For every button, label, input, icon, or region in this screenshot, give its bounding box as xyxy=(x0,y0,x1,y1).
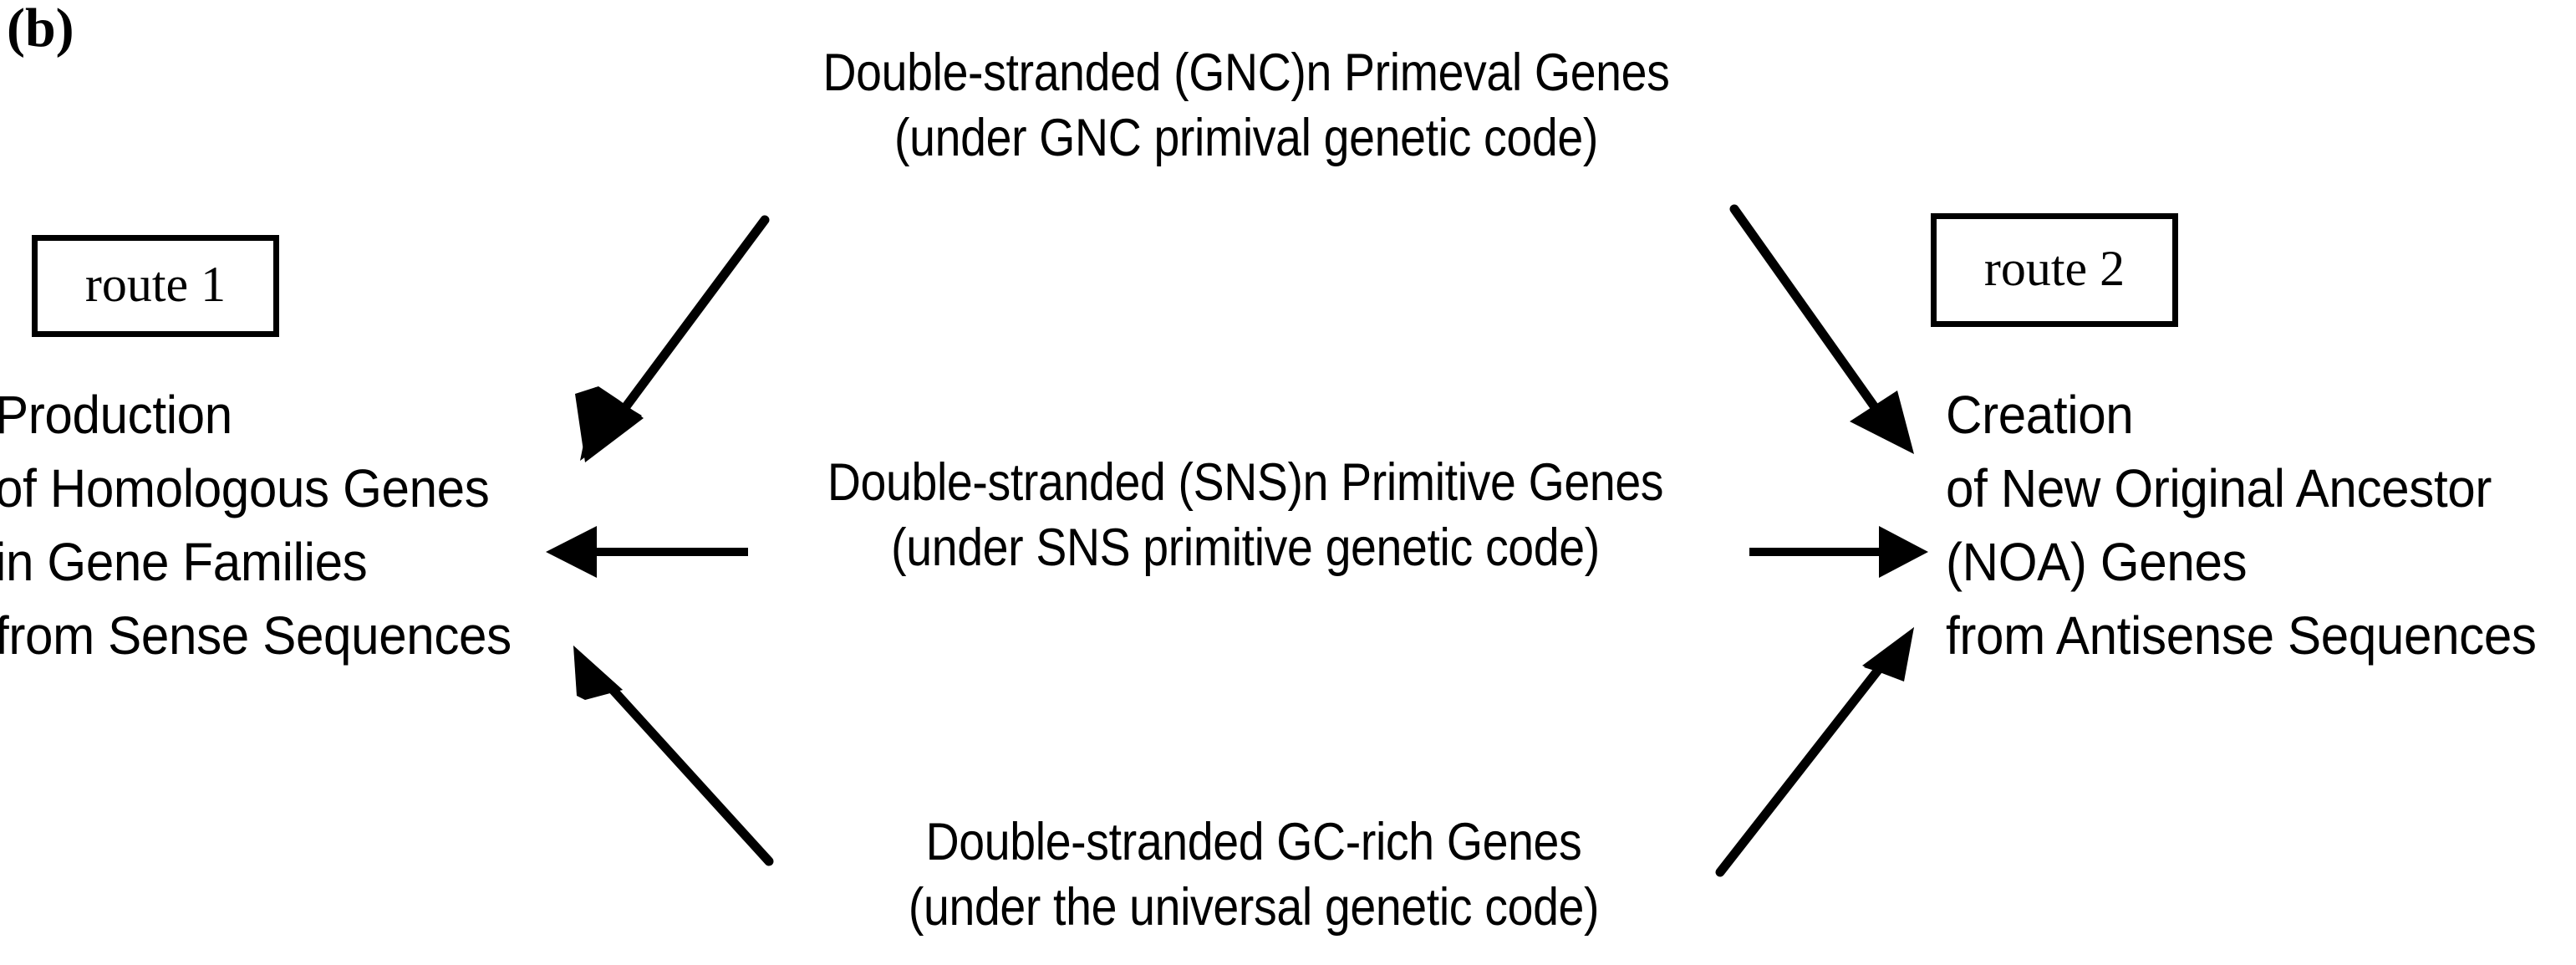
right-line-1: Creation xyxy=(1946,385,2134,445)
gnc-line-2: (under GNC primival genetic code) xyxy=(894,109,1598,167)
route-1-label: route 1 xyxy=(84,257,227,312)
sns-line-1: Double-stranded (SNS)n Primitive Genes xyxy=(827,453,1664,512)
route-2-outcome-text: Creation of New Original Ancestor (NOA) … xyxy=(1946,378,2576,672)
sns-primitive-genes-text: Double-stranded (SNS)n Primitive Genes (… xyxy=(736,450,1755,580)
gc-rich-genes-text: Double-stranded GC-rich Genes (under the… xyxy=(777,809,1730,940)
gnc-line-1: Double-stranded (GNC)n Primeval Genes xyxy=(822,43,1670,102)
gcrich-line-1: Double-stranded GC-rich Genes xyxy=(925,813,1582,871)
panel-label: (b) xyxy=(7,0,74,59)
gnc-primeval-genes-text: Double-stranded (GNC)n Primeval Genes (u… xyxy=(749,40,1744,171)
sns-line-2: (under SNS primitive genetic code) xyxy=(891,518,1600,577)
route-2-box: route 2 xyxy=(1931,213,2178,327)
gcrich-line-2: (under the universal genetic code) xyxy=(908,878,1600,937)
right-line-3: (NOA) Genes xyxy=(1946,532,2248,592)
right-line-2: of New Original Ancestor xyxy=(1946,458,2492,518)
left-line-2: of Homologous Genes xyxy=(0,458,490,518)
arrow-gnc-to-right xyxy=(1729,204,1914,454)
right-line-4: from Antisense Sequences xyxy=(1946,605,2537,666)
arrow-gnc-to-left xyxy=(575,215,770,462)
arrow-gcrich-to-left xyxy=(573,646,774,866)
arrow-gcrich-to-right xyxy=(1715,627,1914,877)
route-2-label: route 2 xyxy=(1983,241,2125,296)
route-1-outcome-text: Production of Homologous Genes in Gene F… xyxy=(0,378,597,672)
route-1-box: route 1 xyxy=(32,235,279,337)
arrow-sns-to-right xyxy=(1749,526,1928,578)
left-line-3: in Gene Families xyxy=(0,532,368,592)
left-line-1: Production xyxy=(0,385,232,445)
left-line-4: from Sense Sequences xyxy=(0,605,512,666)
